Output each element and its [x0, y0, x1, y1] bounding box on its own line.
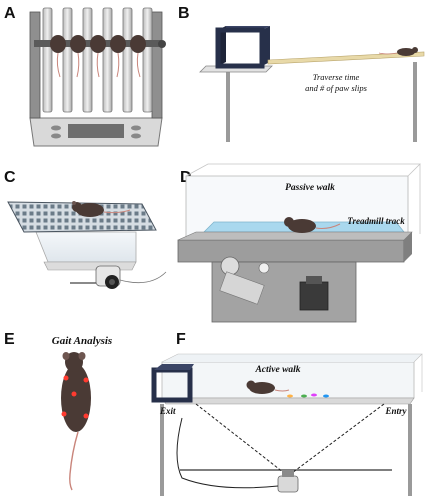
treadmill-apparatus [177, 163, 421, 323]
led-marker [71, 391, 77, 397]
mouse-topdown [61, 352, 91, 491]
panel-e-letter: E [4, 331, 15, 348]
rotarod-button [131, 125, 141, 131]
mouse-icon [284, 217, 341, 233]
led-marker [63, 375, 69, 381]
gait-analysis-title: Gait Analysis [52, 335, 112, 347]
panel-a-letter: A [4, 5, 16, 22]
panel-f: F [151, 331, 423, 496]
beam-caption-line2: and # of paw slips [305, 83, 368, 93]
paw-prints [287, 393, 329, 398]
mouse-icon [90, 35, 106, 53]
led-marker [83, 413, 89, 419]
entry-label: Entry [384, 406, 407, 416]
rotarod-apparatus [29, 7, 166, 147]
beam-caption-line1: Traverse time [313, 72, 360, 82]
passive-walk-label: Passive walk [285, 183, 335, 193]
rotarod-button [131, 133, 141, 139]
rotarod-mice [50, 35, 146, 78]
active-walk-label: Active walk [254, 365, 300, 375]
rotarod-display [68, 124, 124, 138]
mouse-icon [378, 47, 418, 56]
panel-a: A [4, 5, 166, 147]
rotarod-button [51, 133, 61, 139]
beam-apparatus [199, 26, 425, 142]
camera-field-of-view [195, 403, 385, 477]
panel-b-letter: B [178, 5, 190, 22]
motor-icon [299, 281, 329, 311]
mouse-icon [246, 380, 290, 394]
catwalk-apparatus [151, 353, 423, 496]
panel-b: B Traverse time and # of paw [178, 5, 425, 142]
grid-apparatus [7, 201, 167, 289]
panel-d: D Passive wa [177, 163, 421, 323]
led-marker [61, 411, 67, 417]
exit-box [151, 364, 194, 403]
wire-grid [7, 201, 157, 233]
camera-icon [70, 265, 167, 289]
mouse-icon [50, 35, 66, 53]
camera-icon [176, 417, 299, 493]
led-markers [61, 375, 89, 419]
narrow-beam [267, 51, 425, 65]
goal-box [215, 26, 270, 69]
panel-e: E Gait Analysis [4, 331, 112, 491]
mouse-icon [72, 201, 131, 217]
mouse-icon [110, 35, 126, 53]
rotarod-dividers [42, 7, 153, 113]
treadmill-track-label: Treadmill track [347, 216, 405, 226]
rotarod-button [51, 125, 61, 131]
panel-c: C [4, 169, 167, 289]
panel-f-letter: F [176, 331, 186, 348]
exit-label: Exit [159, 406, 176, 416]
mouse-icon [130, 35, 146, 53]
led-marker [83, 377, 89, 383]
mouse-icon [70, 35, 86, 53]
panel-c-letter: C [4, 169, 16, 186]
